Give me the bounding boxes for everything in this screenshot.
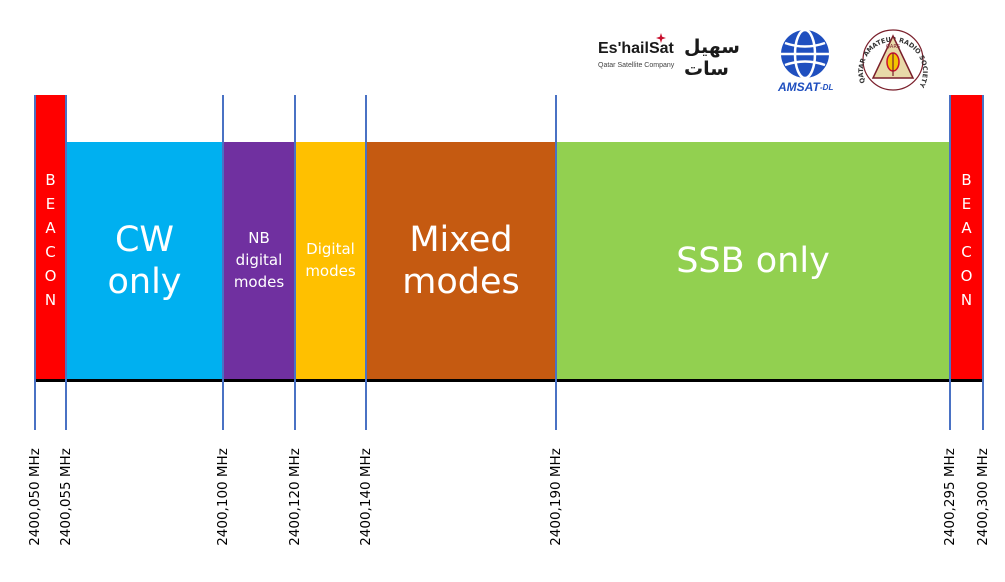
tick-line: [34, 95, 36, 430]
freq-text: 2400,190 MHz: [548, 448, 564, 546]
mixed-modes-band: Mixed modes: [366, 142, 556, 380]
tick-line: [65, 95, 67, 430]
freq-label: 2400,295 MHz: [941, 432, 959, 562]
tick-line: [365, 95, 367, 430]
freq-text: 2400,140 MHz: [358, 448, 374, 546]
freq-label: 2400,055 MHz: [57, 432, 75, 562]
beacon-band-left: B E A C O N: [35, 95, 66, 380]
star-icon: [656, 33, 666, 43]
digital-modes-band: Digital modes: [295, 142, 366, 380]
tick-line: [949, 95, 951, 430]
freq-label: 2400,140 MHz: [357, 432, 375, 562]
eshailsat-logo: Es'hailSat سهيل سات Qatar Satellite Comp…: [598, 33, 748, 80]
tick-line: [982, 95, 984, 430]
freq-text: 2400,120 MHz: [287, 448, 303, 546]
freq-text: 2400,300 MHz: [975, 448, 991, 546]
svg-text:QARS: QARS: [886, 44, 900, 50]
amsat-logo: AMSAT -DL: [774, 28, 840, 96]
cw-only-band: CW only: [66, 142, 223, 380]
freq-text: 2400,055 MHz: [58, 448, 74, 546]
amsat-suffix: -DL: [820, 83, 834, 92]
eshailsat-sub: Qatar Satellite Company: [598, 62, 675, 69]
eshailsat-name: Es'hailSat: [598, 40, 674, 57]
ssb-only-band: SSB only: [556, 142, 950, 380]
freq-label: 2400,050 MHz: [26, 432, 44, 562]
freq-text: 2400,100 MHz: [215, 448, 231, 546]
eshailsat-arabic: سهيل سات: [684, 36, 740, 80]
freq-text: 2400,050 MHz: [27, 448, 43, 546]
beacon-band-right: B E A C O N: [950, 95, 983, 380]
freq-label: 2400,120 MHz: [286, 432, 304, 562]
tick-line: [555, 95, 557, 430]
freq-label: 2400,190 MHz: [547, 432, 565, 562]
freq-label: 2400,100 MHz: [214, 432, 232, 562]
tick-line: [222, 95, 224, 430]
freq-label: 2400,300 MHz: [974, 432, 992, 562]
baseline: [34, 379, 984, 382]
globe-icon: [781, 28, 829, 80]
amsat-label: AMSAT: [778, 80, 820, 94]
freq-text: 2400,295 MHz: [942, 448, 958, 546]
tick-line: [294, 95, 296, 430]
nb-digital-band: NB digital modes: [223, 142, 295, 380]
